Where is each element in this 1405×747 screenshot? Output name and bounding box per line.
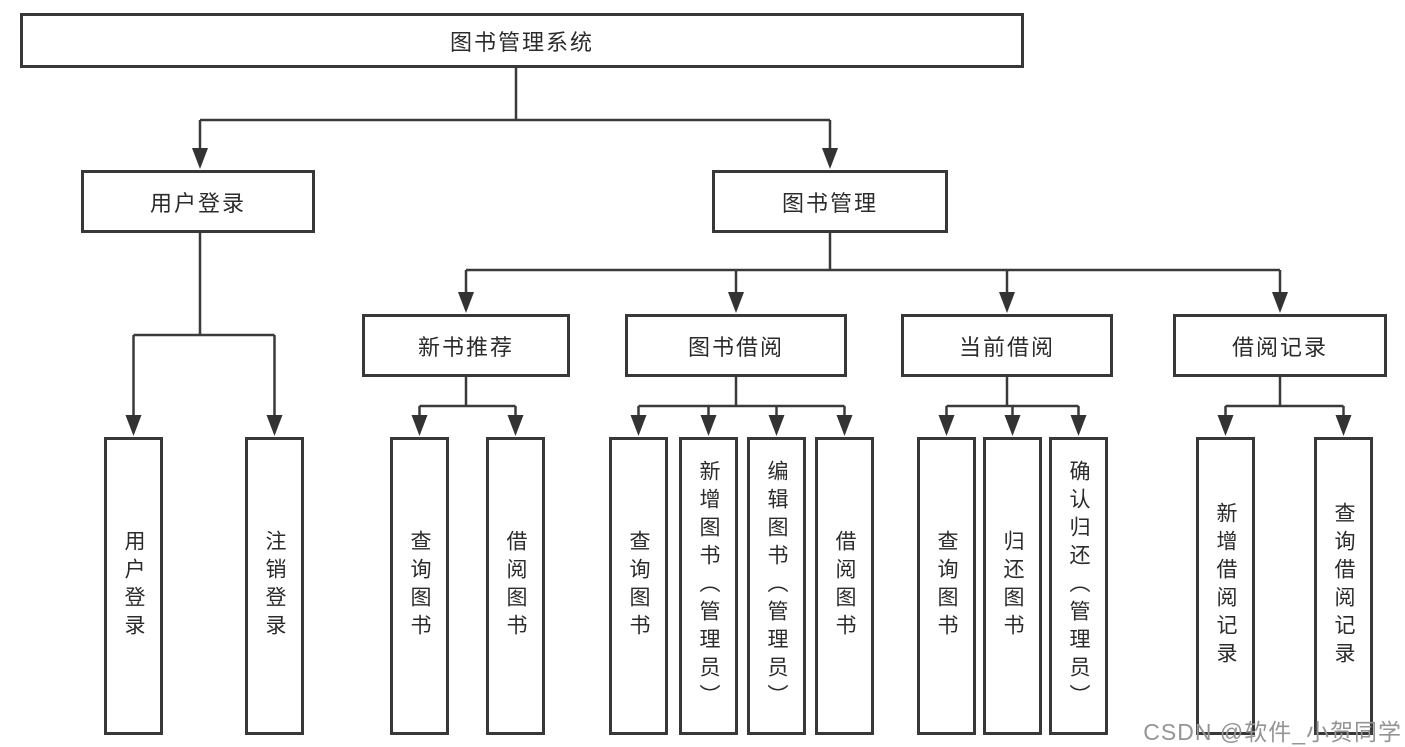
node-leaf-user-login: 用户登录 <box>104 437 163 735</box>
node-library-management-system: 图书管理系统 <box>20 13 1024 68</box>
node-label: 用户登录 <box>149 190 246 216</box>
arrow-down-icon <box>768 415 785 436</box>
node-label: 注销登录 <box>263 530 287 642</box>
arrow-down-icon <box>999 292 1015 313</box>
node-label: 查询图书 <box>935 530 959 642</box>
connector-root-to-level2 <box>198 67 832 152</box>
connector-current-borrow-to-leaves <box>945 377 1080 419</box>
node-leaf-query-book-2: 查询图书 <box>609 437 668 735</box>
node-leaf-query-borrow-record: 查询借阅记录 <box>1314 437 1373 735</box>
node-label: 借阅图书 <box>504 530 528 642</box>
arrow-down-icon <box>1335 415 1352 436</box>
node-label: 用户登录 <box>122 530 146 642</box>
node-current-borrow: 当前借阅 <box>901 314 1113 377</box>
connector-book-mgmt-to-level3 <box>464 233 1282 296</box>
node-leaf-return-book: 归还图书 <box>983 437 1042 735</box>
arrow-down-icon <box>507 415 524 436</box>
connector-borrow-record-to-leaves <box>1224 377 1345 419</box>
node-borrow-record: 借阅记录 <box>1173 314 1387 377</box>
node-label: 新书推荐 <box>417 334 514 360</box>
connector-user-login-to-leaves <box>132 233 276 419</box>
node-label: 归还图书 <box>1001 530 1025 642</box>
arrow-down-icon <box>192 148 208 169</box>
node-label: 查询图书 <box>408 530 432 642</box>
node-label: 借阅图书 <box>833 530 857 642</box>
node-leaf-edit-book-admin: 编辑图书（管理员） <box>747 437 806 735</box>
node-label: 图书管理 <box>781 190 878 216</box>
arrow-down-icon <box>266 415 283 436</box>
node-label: 新增图书（管理员） <box>697 460 721 712</box>
node-leaf-add-book-admin: 新增图书（管理员） <box>679 437 738 735</box>
arrow-down-icon <box>938 415 955 436</box>
node-leaf-logout: 注销登录 <box>245 437 304 735</box>
node-leaf-borrow-book-1: 借阅图书 <box>486 437 545 735</box>
arrow-down-icon <box>1070 415 1087 436</box>
node-book-borrow: 图书借阅 <box>625 314 847 377</box>
node-new-book-recommend: 新书推荐 <box>362 314 570 377</box>
node-book-management-branch: 图书管理 <box>712 170 948 233</box>
node-label: 查询图书 <box>627 530 651 642</box>
arrow-down-icon <box>700 415 717 436</box>
arrow-down-icon <box>458 292 474 313</box>
node-label: 确认归还（管理员） <box>1067 460 1091 712</box>
arrow-down-icon <box>822 148 838 169</box>
arrow-down-icon <box>1004 415 1021 436</box>
node-label: 编辑图书（管理员） <box>765 460 789 712</box>
node-leaf-confirm-return-admin: 确认归还（管理员） <box>1049 437 1108 735</box>
node-leaf-borrow-book-2: 借阅图书 <box>815 437 874 735</box>
node-leaf-add-borrow-record: 新增借阅记录 <box>1196 437 1255 735</box>
arrow-down-icon <box>1217 415 1234 436</box>
node-label: 查询借阅记录 <box>1332 502 1356 670</box>
connector-book-borrow-to-leaves <box>637 377 846 419</box>
arrow-down-icon <box>411 415 428 436</box>
node-leaf-query-book-1: 查询图书 <box>390 437 449 735</box>
node-label: 图书管理系统 <box>449 29 594 55</box>
watermark: CSDN @软件_小贺同学 <box>1143 719 1402 745</box>
arrow-down-icon <box>630 415 647 436</box>
node-leaf-query-book-3: 查询图书 <box>917 437 976 735</box>
arrow-down-icon <box>836 415 853 436</box>
arrow-down-icon <box>728 292 744 313</box>
node-label: 新增借阅记录 <box>1214 502 1238 670</box>
node-label: 借阅记录 <box>1231 334 1328 360</box>
node-user-login-branch: 用户登录 <box>81 170 315 233</box>
arrow-down-icon <box>125 415 142 436</box>
arrow-down-icon <box>1272 292 1288 313</box>
connector-new-book-to-leaves <box>418 377 517 419</box>
node-label: 图书借阅 <box>687 334 784 360</box>
node-label: 当前借阅 <box>958 334 1055 360</box>
